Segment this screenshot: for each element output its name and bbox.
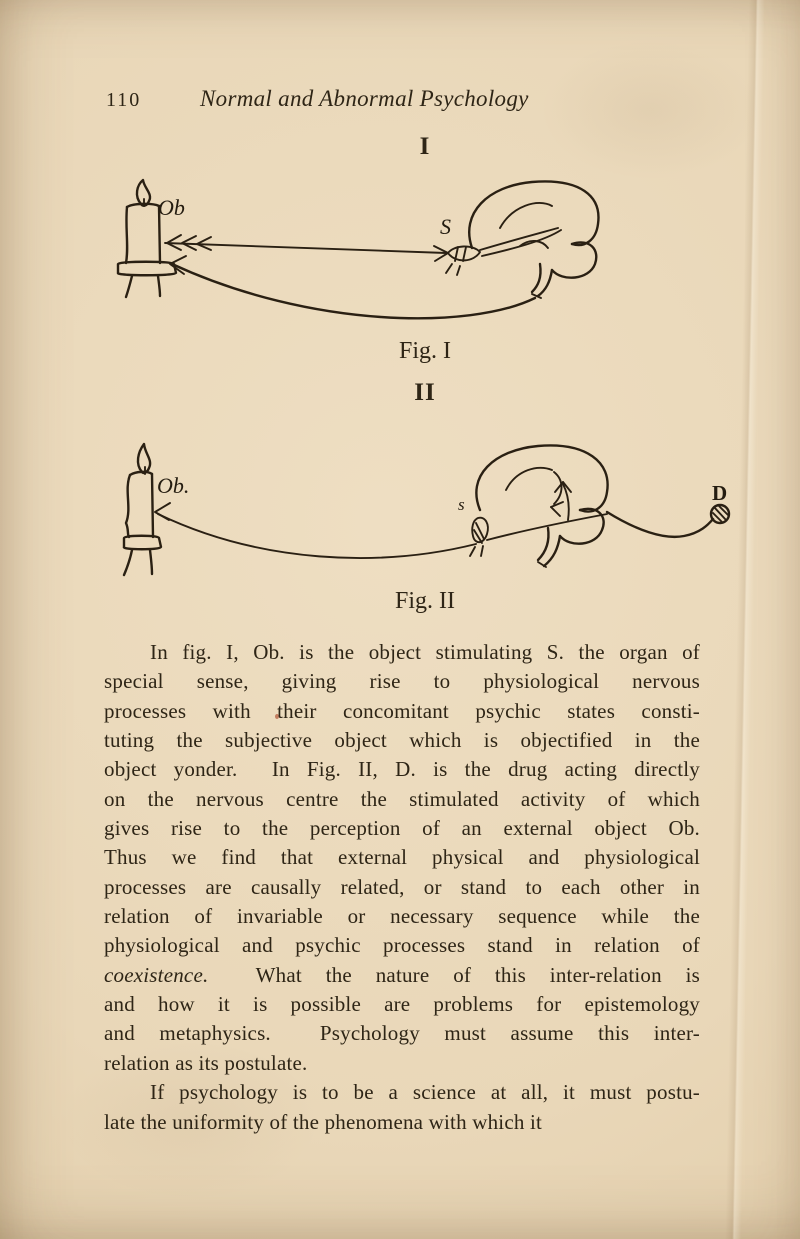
brain-icon [475, 444, 609, 568]
text-line: and metaphysics. Psychology must assume … [104, 1021, 700, 1046]
page-header: 110 Normal and Abnormal Psychology [104, 86, 704, 116]
text-line: and how it is possible are problems for … [104, 992, 700, 1017]
text-line: object yonder. In Fig. II, D. is the dru… [104, 757, 700, 782]
figure-2-illustration: Ob. s [122, 442, 731, 577]
return-path-arrow [169, 255, 537, 320]
running-title: Normal and Abnormal Psychology [200, 86, 529, 111]
figure-2-caption: Fig. II [395, 588, 455, 614]
eye-icon [469, 516, 489, 557]
figure-1-numeral: I [419, 133, 431, 160]
figure-2-sense-label: s [458, 495, 465, 514]
nerve-connector-line [486, 513, 608, 541]
text-span: What the nature of this inter-relation i… [255, 962, 700, 987]
page-number: 110 [106, 89, 142, 111]
italic-word: coexistence. [104, 962, 209, 987]
text-line: coexistence. What the nature of this int… [104, 961, 700, 990]
text-line: processes are causally related, or stand… [104, 874, 700, 899]
figure-2-numeral: II [414, 379, 436, 406]
text-line: relation as its postulate. [104, 1050, 308, 1075]
figure-2-drug-label: D [712, 481, 727, 505]
drug-line [605, 510, 715, 538]
paper-stain [540, 40, 760, 180]
stimulus-arrow [164, 234, 449, 262]
text-line: gives rise to the perception of an exter… [104, 816, 700, 841]
drug-dot-icon [709, 503, 731, 525]
brain-icon [468, 180, 600, 299]
paper-stain [60, 1040, 320, 1200]
inner-arrows [550, 471, 572, 521]
text-line: on the nervous centre the stimulated act… [104, 786, 700, 811]
text-line: physiological and psychic processes stan… [104, 933, 700, 958]
text-line: tuting the subjective object which is ob… [104, 728, 700, 753]
text-line: late the uniformity of the phenomena wit… [104, 1109, 543, 1134]
optic-nerve-line [479, 227, 562, 257]
text-line: Thus we find that external physical and … [104, 845, 700, 870]
figure-1-illustration: Ob S [116, 178, 600, 320]
body-text: In fig. I, Ob. is the object stimulating… [104, 638, 700, 1137]
figure-1-caption: Fig. I [398, 338, 451, 364]
eye-icon [445, 245, 481, 276]
text-line: special sense, giving rise to physiologi… [104, 669, 700, 694]
ink-speck [275, 714, 279, 719]
projection-arrow [154, 502, 477, 559]
text-line: In fig. I, Ob. is the object stimulating… [150, 640, 700, 664]
figure-2-object-label: Ob. [157, 473, 189, 498]
text-line: relation of invariable or necessary sequ… [104, 904, 700, 929]
paper-crease [724, 0, 766, 1239]
candle-icon [116, 178, 178, 299]
figure-1-sense-label: S [440, 214, 451, 239]
text-line: processes with their concomitant psychic… [104, 698, 700, 723]
figure-1-object-label: Ob [158, 195, 185, 220]
text-line: If psychology is to be a science at all,… [150, 1080, 700, 1105]
candle-icon [122, 442, 163, 577]
